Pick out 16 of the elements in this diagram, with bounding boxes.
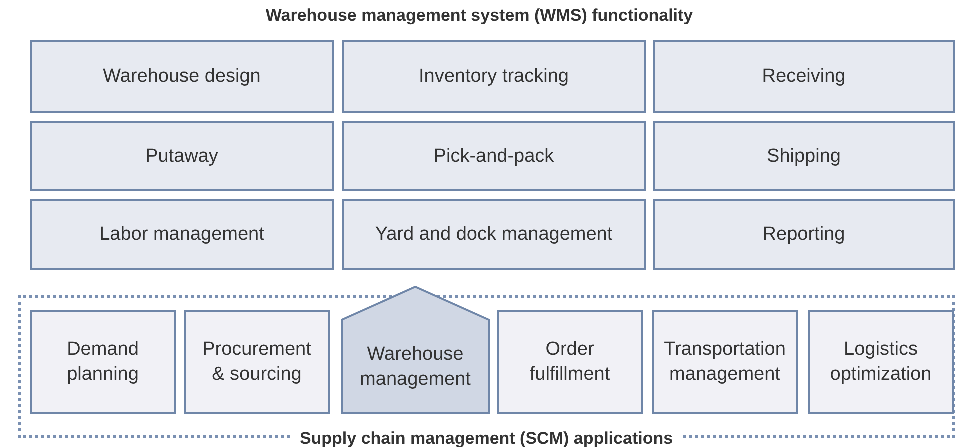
function-box: Warehouse design <box>30 40 334 113</box>
application-box: Procurement & sourcing <box>184 310 330 414</box>
function-box: Pick-and-pack <box>342 121 646 191</box>
diagram-title: Warehouse management system (WMS) functionality <box>264 6 694 26</box>
function-box: Putaway <box>30 121 334 191</box>
function-box: Shipping <box>653 121 955 191</box>
function-box: Labor management <box>30 199 334 270</box>
application-box: Demand planning <box>30 310 176 414</box>
function-box: Inventory tracking <box>342 40 646 113</box>
application-box: Transportation management <box>652 310 798 414</box>
function-box: Reporting <box>653 199 955 270</box>
application-box: Order fulfillment <box>497 310 643 414</box>
application-box: Logistics optimization <box>808 310 954 414</box>
function-box: Yard and dock management <box>342 199 646 270</box>
highlighted-application-box: Warehouse management <box>341 286 490 414</box>
function-box: Receiving <box>653 40 955 113</box>
